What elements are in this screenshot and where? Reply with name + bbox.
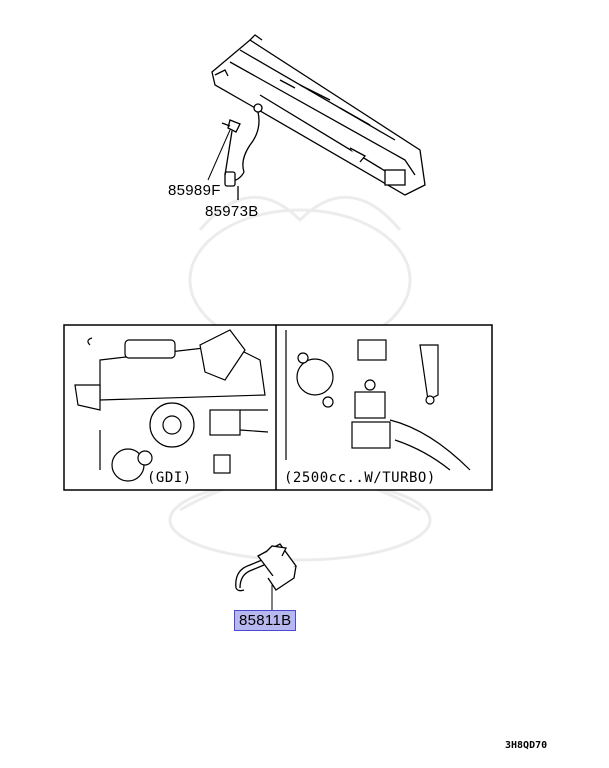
part-number-clip[interactable]: 85989F (168, 182, 221, 199)
turbo-engine-drawing (285, 330, 471, 471)
clip-leader-line (207, 129, 231, 181)
turbo-caption: (2500cc..W/TURBO) (284, 470, 436, 486)
connector-drawing (235, 543, 297, 592)
ground-harness-drawing (221, 103, 263, 200)
part-number-connector[interactable]: 85811B (234, 610, 297, 631)
diagram-code: 3H8QD70 (505, 740, 548, 751)
part-number-harness[interactable]: 85973B (205, 203, 259, 220)
cowl-panel-drawing (211, 34, 426, 196)
gdi-caption: (GDI) (147, 470, 192, 486)
gdi-engine-drawing (74, 329, 269, 482)
